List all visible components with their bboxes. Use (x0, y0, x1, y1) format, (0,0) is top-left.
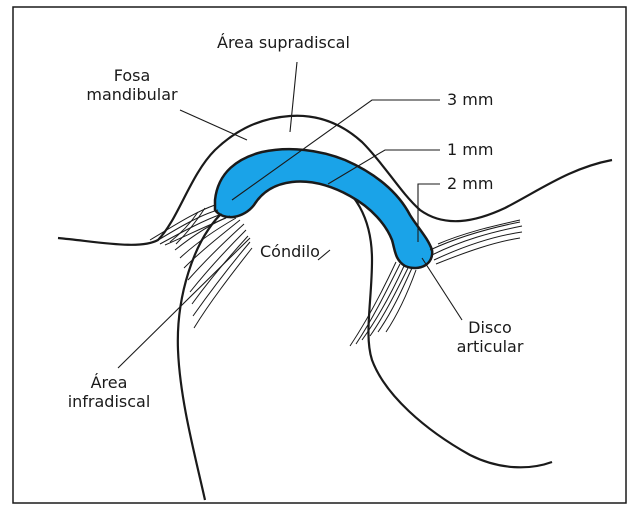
left-ligament-hatching (150, 205, 252, 328)
label-condilo: Cóndilo (260, 242, 320, 261)
label-infra-line1: Área (54, 373, 164, 392)
label-2mm: 2 mm (447, 174, 493, 193)
label-fosa-line2: mandibular (82, 85, 182, 104)
label-1mm: 1 mm (447, 140, 493, 159)
articular-disc (215, 149, 432, 268)
label-infra-line2: infradiscal (54, 392, 164, 411)
label-disco-articular: Disco articular (440, 318, 540, 356)
label-fosa-mandibular: Fosa mandibular (82, 66, 182, 104)
label-fosa-line1: Fosa (82, 66, 182, 85)
label-disco-line2: articular (440, 337, 540, 356)
label-area-supradiscal: Área supradiscal (217, 33, 350, 52)
label-area-infradiscal: Área infradiscal (54, 373, 164, 411)
label-3mm: 3 mm (447, 90, 493, 109)
label-disco-line1: Disco (440, 318, 540, 337)
